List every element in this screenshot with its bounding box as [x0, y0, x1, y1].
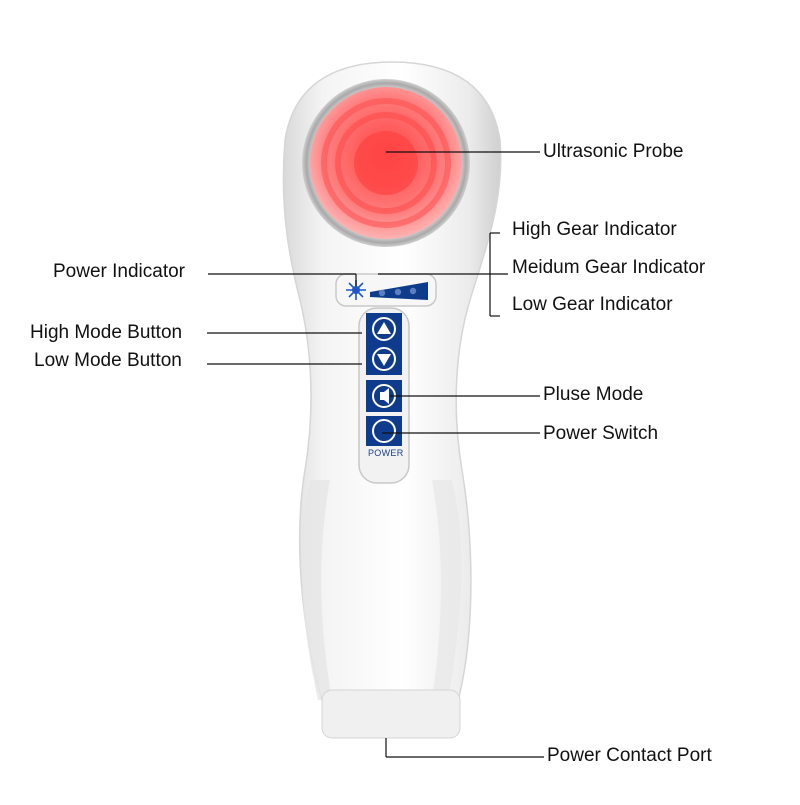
left-grip [301, 480, 332, 700]
label-power-indicator: Power Indicator [53, 261, 186, 282]
label-high-mode-button: High Mode Button [30, 322, 183, 343]
low-mode-button[interactable] [366, 343, 402, 375]
label-low-gear-indicator: Low Gear Indicator [512, 294, 673, 315]
probe-center [354, 131, 418, 195]
power-indicator-dot [352, 286, 360, 294]
down-arrow-icon [377, 354, 391, 366]
label-power-switch: Power Switch [543, 423, 659, 444]
power-button-text: POWER [368, 448, 404, 458]
low-gear-led [378, 289, 386, 297]
label-high-gear-indicator: High Gear Indicator [512, 219, 677, 240]
pulse-icon [380, 388, 389, 404]
power-icon [372, 419, 396, 443]
device-base [321, 689, 461, 739]
label-pulse-mode: Pluse Mode [543, 384, 644, 405]
leader-lines [207, 151, 544, 758]
high-mode-button[interactable] [366, 313, 402, 345]
probe-ring-inner-1 [321, 98, 451, 228]
label-low-mode-button: Low Mode Button [34, 350, 182, 371]
probe-ring-inner-2 [335, 112, 437, 214]
high-gear-led [409, 287, 417, 295]
power-button[interactable] [366, 416, 402, 446]
label-ultrasonic-probe: Ultrasonic Probe [543, 141, 684, 162]
medium-gear-led [394, 288, 402, 296]
right-grip [432, 480, 462, 700]
label-power-contact-port: Power Contact Port [547, 745, 712, 766]
label-medium-gear-indicator: Meidum Gear Indicator [512, 257, 706, 278]
up-arrow-icon [377, 322, 391, 334]
